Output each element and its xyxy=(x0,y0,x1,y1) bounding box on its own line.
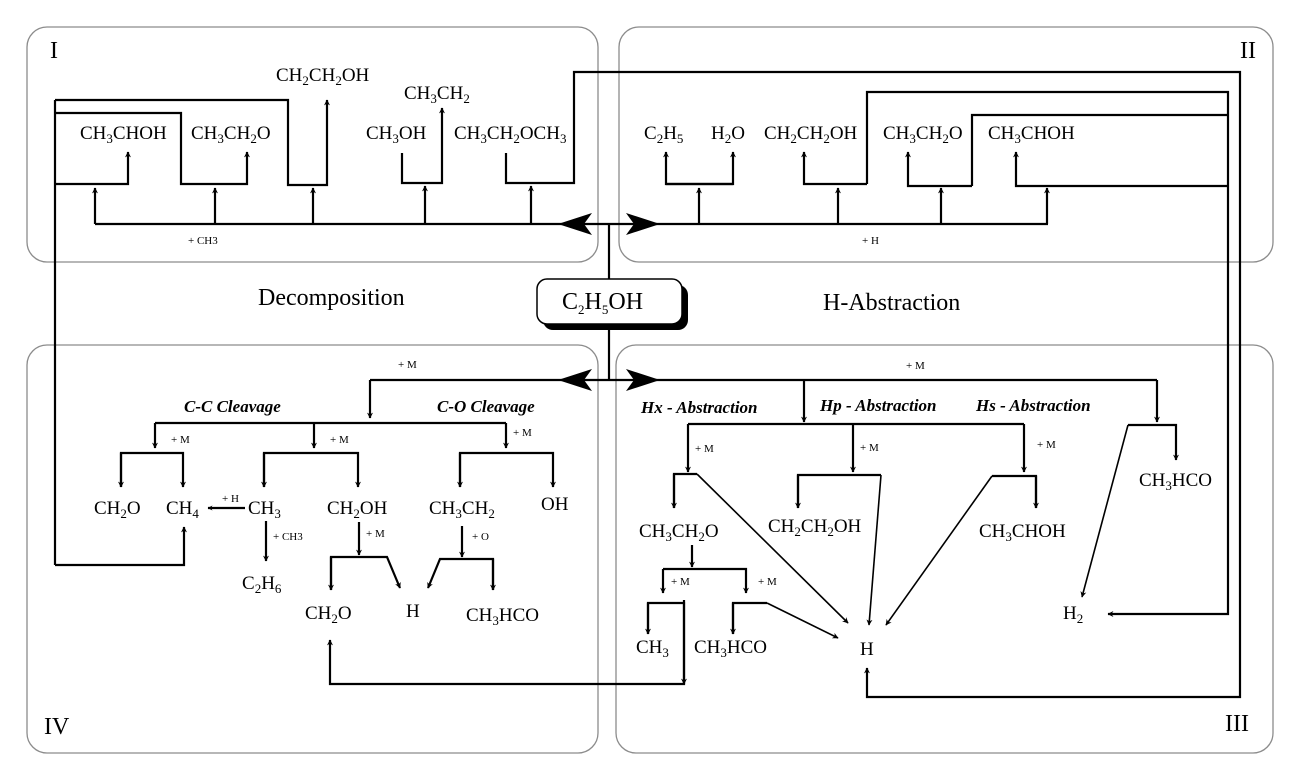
svg-text:+ O: + O xyxy=(472,531,489,543)
panel-IV-label: IV xyxy=(44,714,70,740)
product-IV-C2H6: C2H6 xyxy=(242,573,282,596)
section-decomposition: Decomposition xyxy=(258,285,405,311)
panel-II-label: II xyxy=(1240,38,1256,64)
arrowhead-left-I xyxy=(558,213,592,235)
heading-cc-cleavage: C-C Cleavage xyxy=(184,397,281,416)
product-IV-OH: OH xyxy=(541,494,569,515)
panel-II xyxy=(618,26,1274,263)
svg-text:+ H: + H xyxy=(222,493,239,505)
product-I-CH3CH2O: CH3CH2O xyxy=(191,123,271,146)
panel-III-condition: + M xyxy=(906,360,925,372)
svg-text:+ M: + M xyxy=(366,528,385,540)
product-III-CH2CH2OH: CH2CH2OH xyxy=(768,516,862,539)
panel-I-condition: + CH3 xyxy=(188,235,218,247)
arrowhead-left-IV xyxy=(558,369,592,391)
arrowhead-right-III xyxy=(626,369,660,391)
arrowhead-right-II xyxy=(626,213,660,235)
svg-text:+ M: + M xyxy=(758,576,777,588)
product-II-CH3CHOH: CH3CHOH xyxy=(988,123,1075,146)
panel-III-label: III xyxy=(1225,711,1249,737)
svg-text:+ M: + M xyxy=(513,427,532,439)
panel-II-condition: + H xyxy=(862,235,879,247)
svg-text:+ M: + M xyxy=(171,434,190,446)
product-I-CH3CHOH: CH3CHOH xyxy=(80,123,167,146)
svg-text:+ M: + M xyxy=(1037,439,1056,451)
product-IV-CH4: CH4 xyxy=(166,498,199,521)
product-II-CH3CH2O: CH3CH2O xyxy=(883,123,963,146)
product-IV-CH3: CH3 xyxy=(248,498,281,521)
product-III-CH3HCO-2: CH3HCO xyxy=(694,637,767,660)
heading-co-cleavage: C-O Cleavage xyxy=(437,397,535,416)
product-III-CH3CHOH: CH3CHOH xyxy=(979,521,1066,544)
product-III-CH3CH2O: CH3CH2O xyxy=(639,521,719,544)
panel-I-label: I xyxy=(50,38,58,64)
svg-text:+ CH3: + CH3 xyxy=(273,531,303,543)
center-node[interactable] xyxy=(536,278,683,325)
panel-III xyxy=(615,344,1274,754)
heading-hp-abstraction: Hp - Abstraction xyxy=(819,396,937,415)
product-I-CH3OH: CH3OH xyxy=(366,123,427,146)
product-III-H2: H2 xyxy=(1063,603,1083,626)
product-IV-CH2OH: CH2OH xyxy=(327,498,388,521)
product-I-CH3CH2: CH3CH2 xyxy=(404,83,470,106)
product-IV-CH3CH2: CH3CH2 xyxy=(429,498,495,521)
product-IV-CH2O-2: CH2O xyxy=(305,603,352,626)
product-II-H2O: H2O xyxy=(711,123,745,146)
product-IV-CH2O: CH2O xyxy=(94,498,141,521)
product-III-CH3: CH3 xyxy=(636,637,669,660)
svg-text:+ M: + M xyxy=(860,442,879,454)
svg-text:+ M: + M xyxy=(330,434,349,446)
heading-hx-abstraction: Hx - Abstraction xyxy=(640,398,758,417)
panel-IV xyxy=(26,344,599,754)
section-h-abstraction: H-Abstraction xyxy=(823,290,960,316)
product-I-CH2CH2OH: CH2CH2OH xyxy=(276,65,370,88)
product-IV-CH3HCO: CH3HCO xyxy=(466,605,539,628)
product-II-CH2CH2OH: CH2CH2OH xyxy=(764,123,858,146)
product-I-CH3CH2OCH3: CH3CH2OCH3 xyxy=(454,123,566,146)
product-II-C2H5: C2H5 xyxy=(644,123,683,146)
product-IV-H: H xyxy=(406,601,420,622)
heading-hs-abstraction: Hs - Abstraction xyxy=(975,396,1091,415)
panel-I xyxy=(26,26,599,263)
panel-IV-condition: + M xyxy=(398,359,417,371)
product-III-H: H xyxy=(860,639,874,660)
svg-text:+ M: + M xyxy=(695,443,714,455)
product-III-CH3HCO: CH3HCO xyxy=(1139,470,1212,493)
svg-text:+ M: + M xyxy=(671,576,690,588)
